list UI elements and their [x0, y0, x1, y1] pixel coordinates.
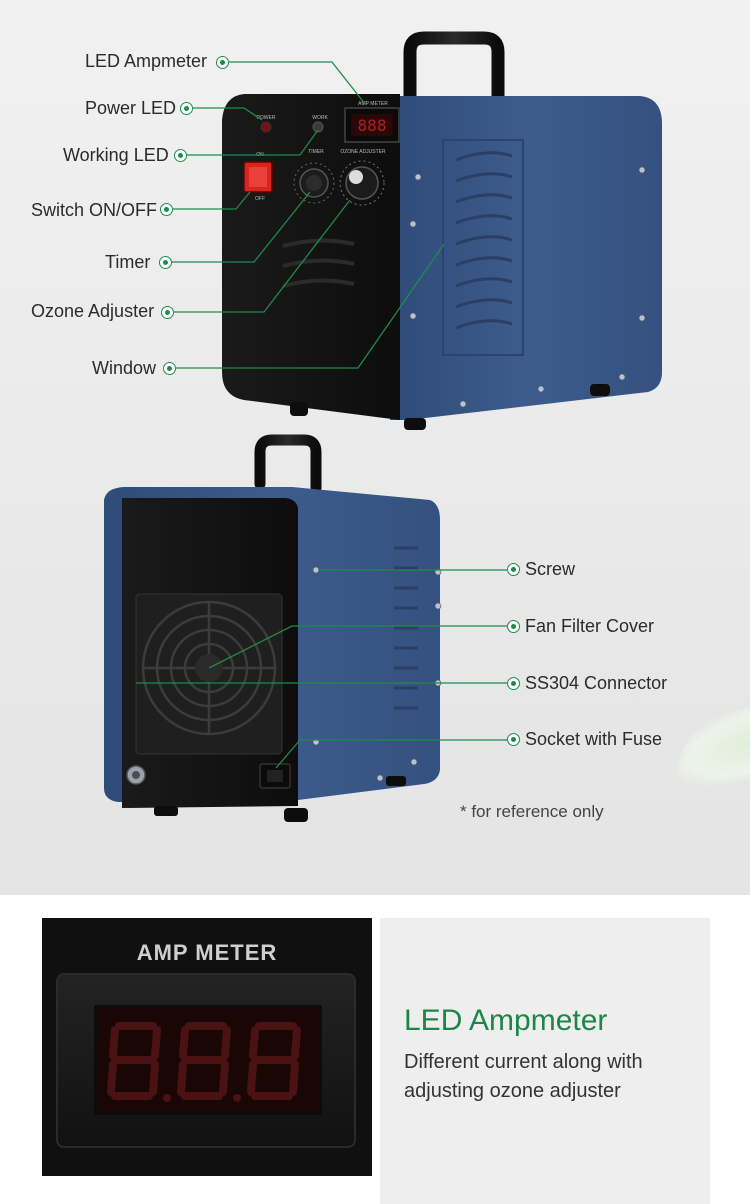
callout-ozone-adjuster: Ozone Adjuster [31, 301, 155, 321]
front-black-panel [222, 94, 400, 420]
amp-meter-screen [94, 1005, 322, 1115]
callout-dot [216, 56, 229, 69]
callout-timer: Timer [105, 252, 151, 272]
callout-ss304-connector: SS304 Connector [525, 673, 668, 693]
feature-title: LED Ampmeter [404, 1004, 608, 1037]
callout-window: Window [92, 358, 157, 378]
feature-description: Different current along with adjusting o… [404, 1051, 643, 1102]
callout-working-led: Working LED [63, 145, 169, 165]
amp-meter-closeup-photo: AMP METER [42, 918, 372, 1176]
front-machine: 888 AMP METER POWER WORK ON OFF TIMER OZ… [222, 31, 662, 430]
callout-screw: Screw [525, 559, 576, 579]
product-illustration-area: 888 AMP METER POWER WORK ON OFF TIMER OZ… [0, 0, 750, 895]
amp-meter-photo-label: AMP METER [136, 940, 278, 965]
seven-segment-digits [107, 1022, 301, 1102]
svg-text:OZONE ADJUSTER: OZONE ADJUSTER [340, 149, 386, 155]
callout-led-ampmeter: LED Ampmeter [85, 51, 208, 71]
front-power-led [260, 121, 272, 133]
back-leader-lines [136, 569, 507, 769]
callout-dot [507, 677, 520, 690]
front-handle [403, 31, 505, 107]
vent-slats [455, 151, 513, 330]
callout-power-led: Power LED [85, 98, 177, 118]
callout-switch-on-off: Switch ON/OFF [31, 200, 158, 220]
callout-dot [180, 102, 193, 115]
back-machine [104, 434, 442, 822]
svg-text:POWER: POWER [257, 115, 276, 121]
callout-fan-filter-cover: Fan Filter Cover [525, 616, 655, 636]
svg-text:WORK: WORK [312, 115, 328, 121]
callout-dot [161, 306, 174, 319]
svg-text:AMP METER: AMP METER [358, 101, 388, 107]
callout-dot [159, 256, 172, 269]
amp-meter-bezel [56, 973, 356, 1148]
callout-dot [160, 203, 173, 216]
callout-dot [163, 362, 176, 375]
callout-socket-with-fuse: Socket with Fuse [525, 729, 663, 749]
front-ozone-knob [345, 166, 379, 200]
reference-note: * for reference only [460, 802, 604, 821]
callout-dot [507, 733, 520, 746]
front-work-led [312, 121, 324, 133]
callout-dot [174, 149, 187, 162]
svg-text:OFF: OFF [255, 196, 265, 202]
front-leader-lines [172, 61, 445, 369]
callout-dot [507, 620, 520, 633]
front-blue-body [390, 96, 662, 420]
back-handle [254, 434, 322, 494]
svg-text:TIMER: TIMER [308, 149, 324, 155]
machine-illustrations: 888 AMP METER POWER WORK ON OFF TIMER OZ… [104, 31, 662, 822]
svg-text:888: 888 [358, 116, 387, 135]
vent-window-frame [442, 139, 524, 356]
callout-dot [507, 563, 520, 576]
feature-description-panel: LED Ampmeter Different current along wit… [380, 918, 710, 1204]
